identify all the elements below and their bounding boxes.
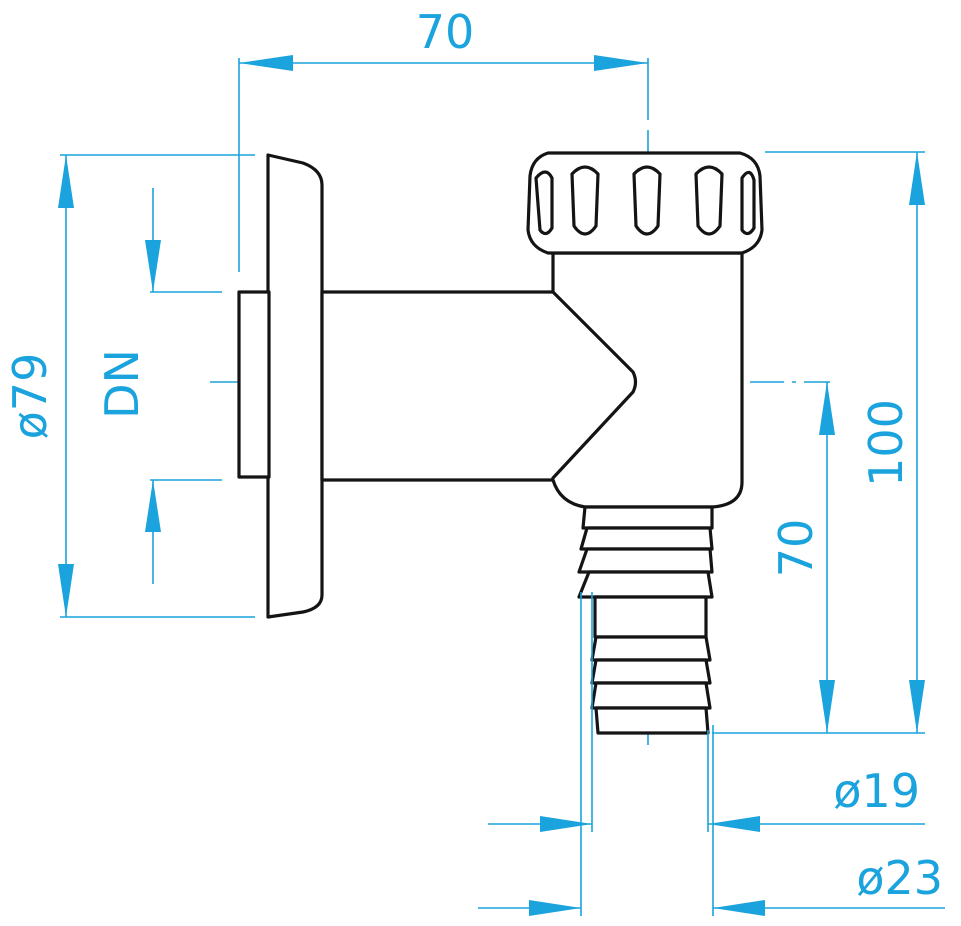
label-dn: DN: [95, 349, 149, 419]
nozzle-rib: [590, 635, 712, 662]
arrow-head: [145, 240, 161, 292]
cap-groove: [534, 170, 554, 236]
nozzle-rib: [577, 547, 714, 574]
label-hose-outer: ø23: [856, 851, 943, 905]
arrow-head: [909, 152, 925, 205]
arrow-head: [819, 382, 835, 435]
dimension-labels: 70 ø79 DN 100 70 ø19 ø23: [3, 5, 943, 905]
valve-body: [237, 151, 764, 735]
dimension-lines: [58, 55, 945, 916]
pipe-joint-chevron: [551, 290, 638, 480]
cap-groove: [632, 165, 662, 236]
arrow-head: [239, 55, 293, 71]
cap-groove: [570, 165, 600, 236]
nozzle-rib: [594, 706, 710, 735]
cap-groove: [694, 165, 724, 236]
arrow-head: [594, 55, 648, 71]
nozzle-rib: [577, 570, 714, 599]
pipe-and-body: [320, 251, 744, 509]
arrow-head: [713, 900, 765, 916]
nozzle-rib: [581, 505, 714, 530]
arrow-head: [58, 155, 74, 208]
arrow-head: [540, 816, 592, 832]
label-hose-inner: ø19: [833, 764, 920, 818]
label-width-top: 70: [416, 5, 475, 59]
hose-nozzle: [577, 505, 714, 735]
nozzle-rib: [590, 681, 712, 710]
arrow-head: [819, 680, 835, 733]
nozzle-rib: [590, 658, 712, 685]
arrow-head: [708, 816, 760, 832]
nozzle-shank: [593, 595, 708, 639]
arrow-head: [909, 680, 925, 733]
label-height-total: 100: [859, 399, 913, 487]
cap-groove: [740, 170, 756, 236]
arrow-head: [58, 564, 74, 617]
arrow-head: [529, 900, 581, 916]
knurled-cap: [526, 151, 764, 255]
wall-flange: [266, 153, 324, 619]
cap-grooves: [534, 165, 756, 236]
wall-spigot: [237, 290, 271, 479]
label-flange-diameter: ø79: [3, 353, 57, 440]
arrow-head: [145, 480, 161, 532]
label-height-outlet: 70: [769, 519, 823, 578]
nozzle-rib: [579, 526, 714, 551]
